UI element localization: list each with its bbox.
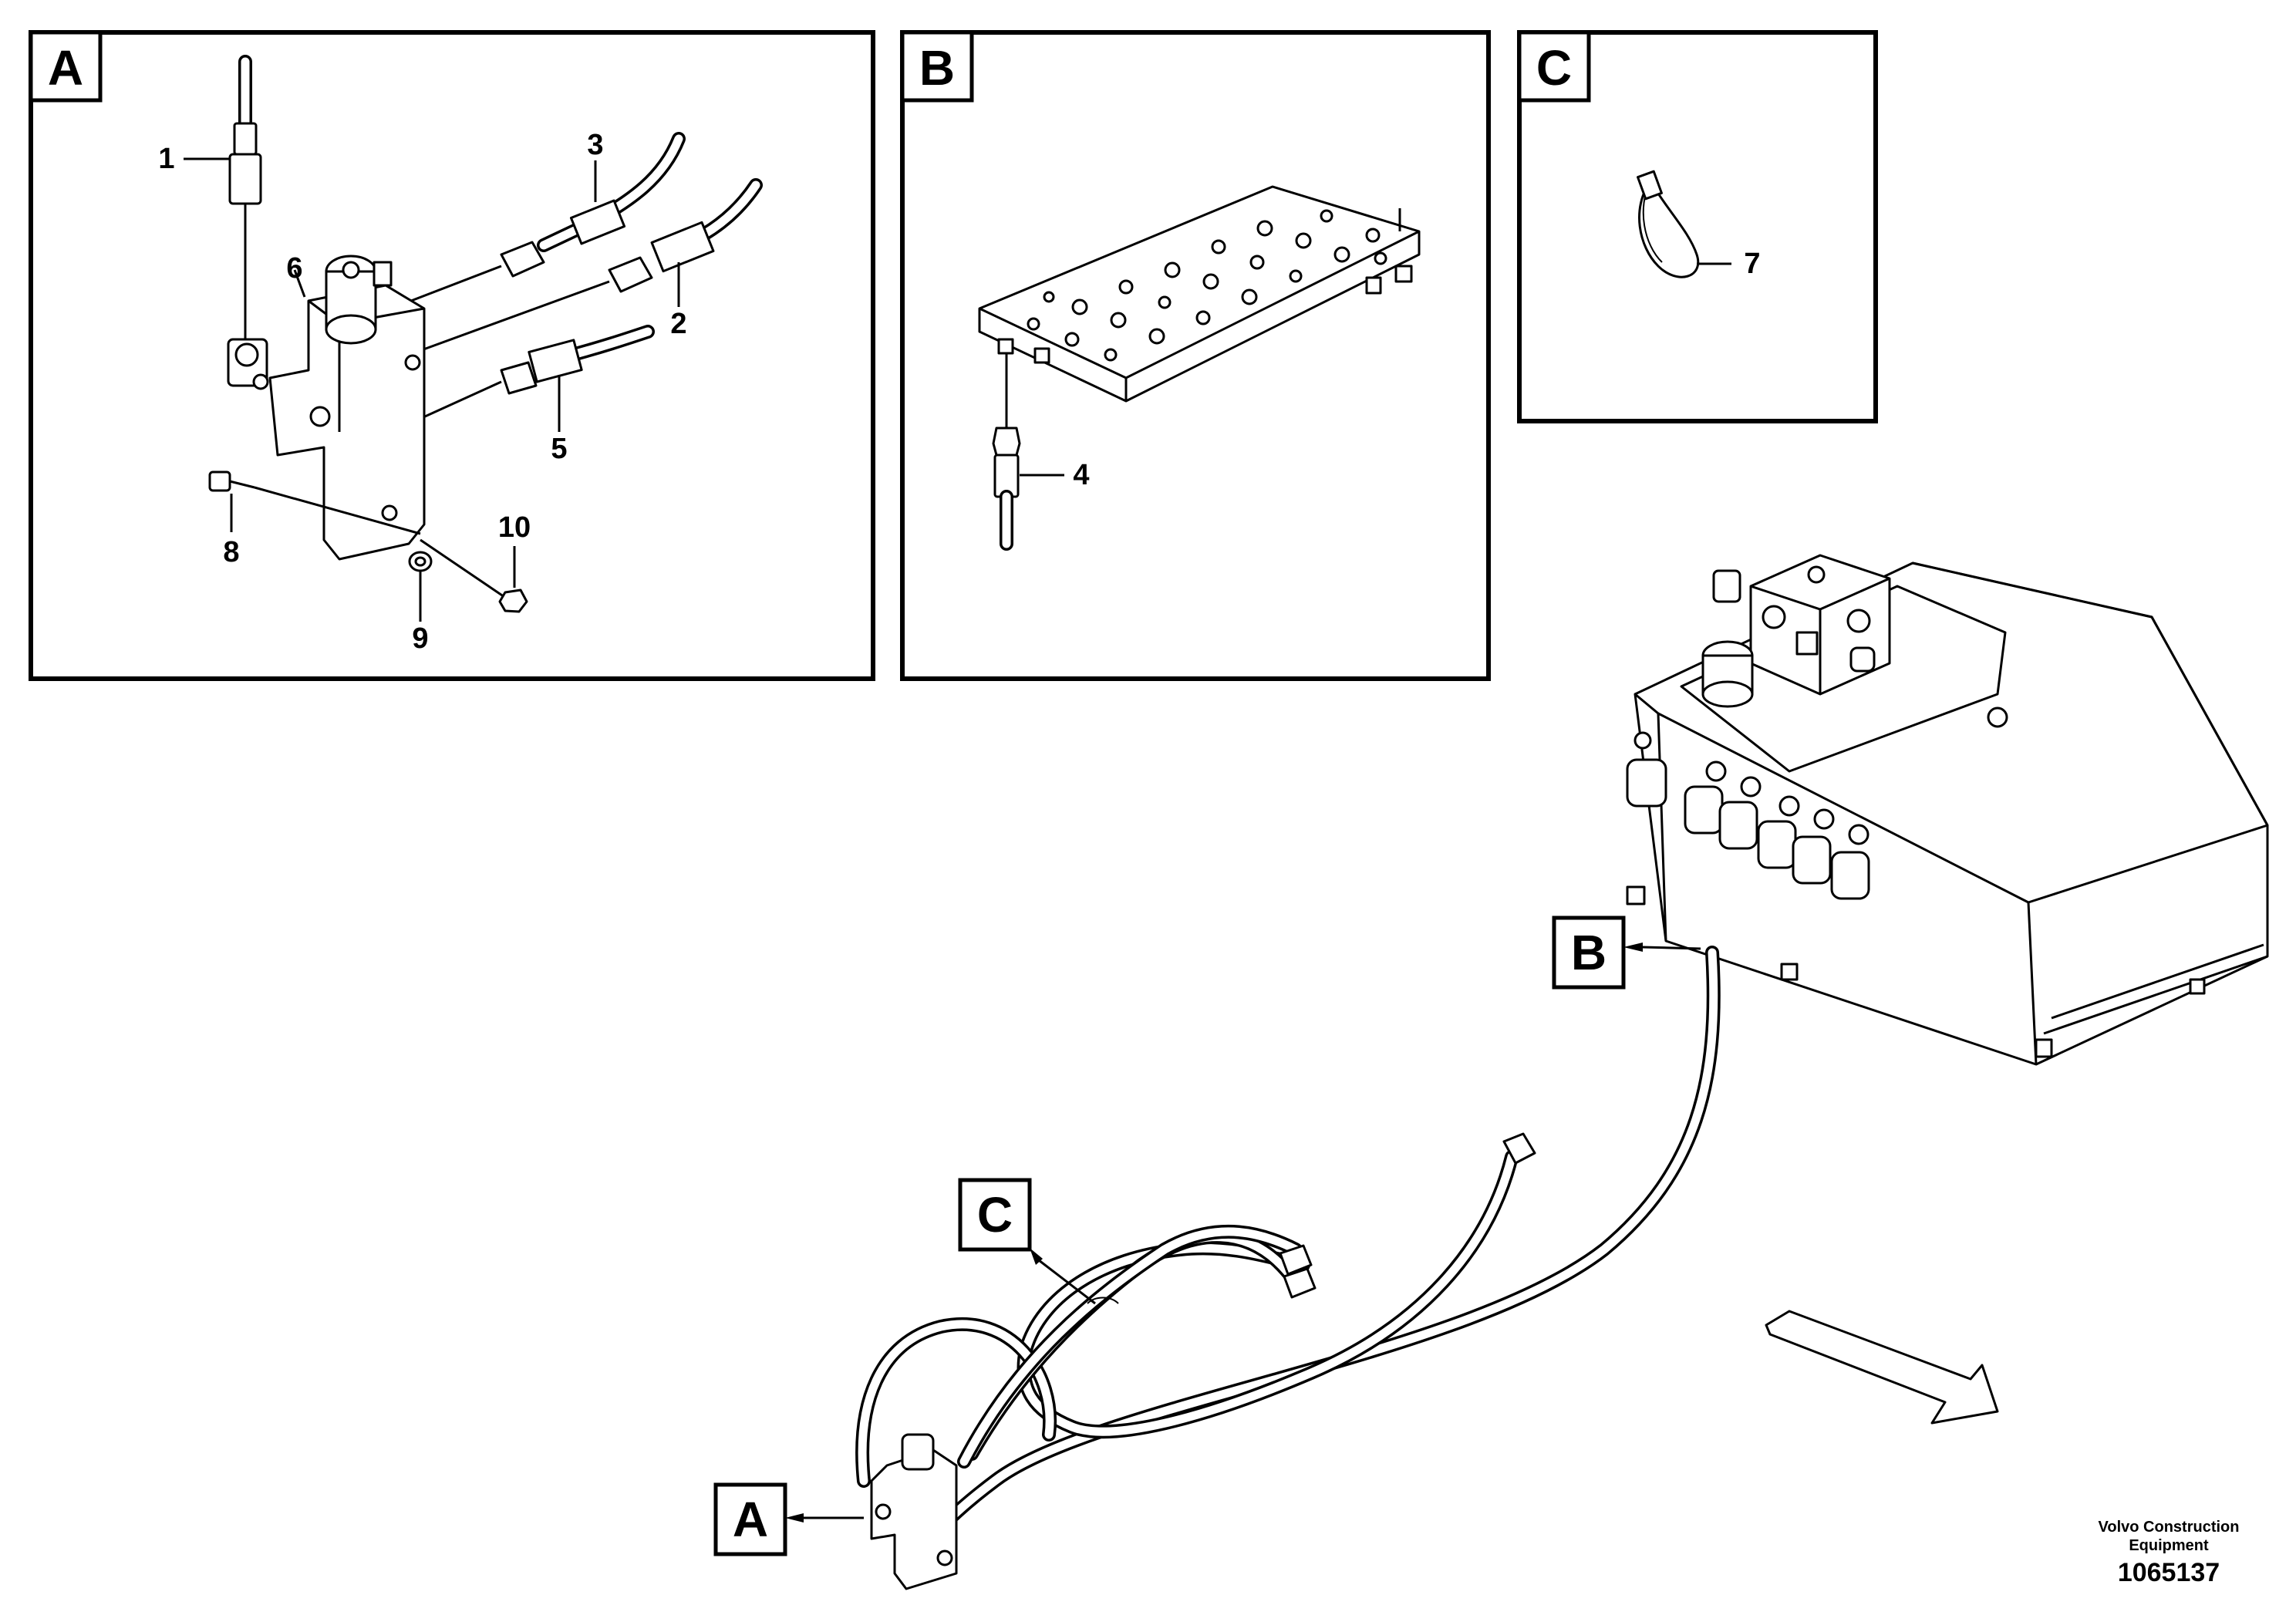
hose-3 [400,132,686,306]
hose-5 [416,325,655,422]
washer-9 [408,551,433,572]
part-number-5: 5 [551,433,567,465]
callout-c: C [958,1178,1096,1305]
solenoid-valve-main [870,1433,958,1590]
part-number-8: 8 [223,536,239,568]
part-number-10: 10 [498,511,531,544]
part-number-1: 1 [158,143,174,175]
detail-c-panel: C 7 [1517,30,1878,423]
credit-line-2: Equipment [2129,1537,2209,1554]
detail-a-panel: A 1 3 2 [29,30,875,681]
detail-b-panel: B [900,30,1491,681]
callout-a-label: A [733,1492,768,1547]
solenoid-valve-6 [227,255,426,561]
part-number-6: 6 [286,252,302,285]
forward-direction-arrow [1765,1310,1999,1425]
mounting-plate [978,185,1421,403]
detail-c-label: C [1536,40,1572,96]
detail-a-label: A [48,40,83,96]
hose-1 [228,55,262,339]
callout-b: B [1552,916,1701,990]
part-number-4: 4 [1073,459,1089,491]
part-number-2: 2 [670,308,686,340]
credit-line-1: Volvo Construction [2099,1519,2240,1536]
nut-10 [498,588,528,613]
document-number: 1065137 [2118,1558,2220,1587]
hydraulic-tank-assembly [1626,554,2269,1066]
part-number-7: 7 [1744,248,1760,280]
part-number-3: 3 [587,129,603,161]
cable-tie-7 [1637,170,1700,278]
callout-a: A [713,1482,864,1556]
hose-4 [992,353,1021,551]
part-number-9: 9 [412,622,428,655]
callout-b-label: B [1571,925,1607,980]
detail-b-label: B [919,40,955,96]
bolt-8 [208,470,421,535]
hose-assembly [855,946,1721,1542]
hose-2 [408,178,763,356]
callout-c-label: C [977,1187,1013,1243]
